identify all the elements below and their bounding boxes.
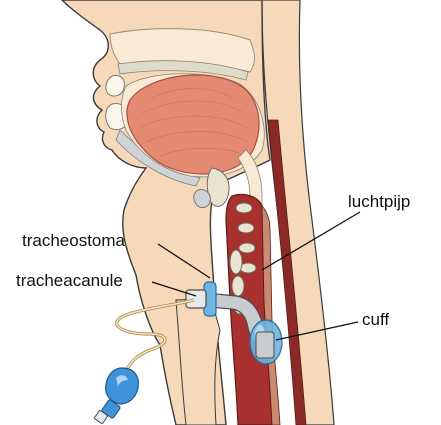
label-luchtpijp: luchtpijp bbox=[348, 193, 410, 210]
hyoid-bone bbox=[194, 190, 211, 208]
label-tracheacanule: tracheacanule bbox=[16, 272, 123, 289]
tracheacanule-connector bbox=[186, 290, 206, 308]
label-tracheostoma: tracheostoma bbox=[22, 232, 125, 249]
label-cuff: cuff bbox=[362, 311, 389, 328]
upper-teeth bbox=[106, 76, 124, 97]
pilot-balloon bbox=[106, 368, 139, 404]
tube-tip bbox=[256, 332, 274, 358]
